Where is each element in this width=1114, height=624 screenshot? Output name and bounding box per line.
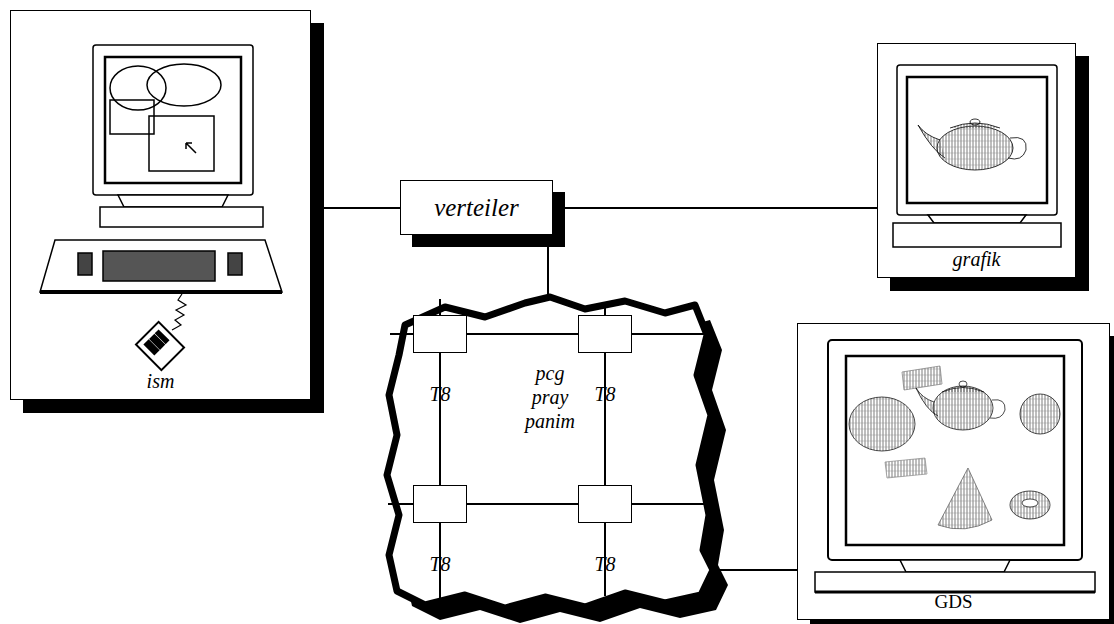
connector-line <box>547 235 549 295</box>
transputer-box: T8 <box>413 485 467 523</box>
connector-line <box>553 207 877 209</box>
transputer-box: T8 <box>578 485 632 523</box>
teapot-small <box>918 119 1026 170</box>
workstation-frame: ism <box>10 10 311 400</box>
node-label: verteiler <box>426 194 527 222</box>
connector-line <box>467 503 578 505</box>
connector-line <box>467 333 578 335</box>
node-label: T8 <box>425 552 454 576</box>
transputer-box: T8 <box>413 315 467 353</box>
graphics-frame: grafik <box>877 43 1076 278</box>
grid-stubs <box>388 299 710 600</box>
workstation-illustration <box>40 45 282 370</box>
connector-line <box>604 353 606 485</box>
display-frame: GDS <box>797 323 1110 620</box>
node-label: grafik <box>878 248 1075 271</box>
node-label: T8 <box>590 552 619 576</box>
distributor-box: verteiler <box>400 180 553 235</box>
connector-line <box>439 353 441 485</box>
connector-line <box>311 207 400 209</box>
node-label: ism <box>11 370 310 393</box>
display-station-illustration <box>815 340 1095 592</box>
node-label: T8 <box>425 382 454 406</box>
node-label: GDS <box>798 591 1109 613</box>
node-label: T8 <box>590 382 619 406</box>
graphics-terminal-illustration <box>893 65 1061 247</box>
network-cloud-ground <box>387 297 728 623</box>
transputer-box: T8 <box>578 315 632 353</box>
transputer-network: pcg pray panimT8T8T8T8 <box>385 295 715 610</box>
scene-objects <box>849 366 1060 529</box>
connector-line <box>715 569 797 571</box>
node-label: pcg pray panim <box>525 361 575 433</box>
